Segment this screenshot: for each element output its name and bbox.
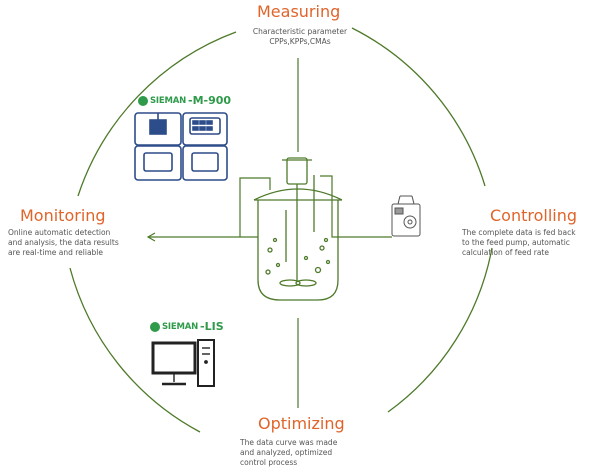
computer-device bbox=[151, 339, 215, 387]
sieman-logo-icon bbox=[150, 321, 160, 332]
stage-desc-measuring: Characteristic parameter CPPs,KPPs,CMAs bbox=[252, 27, 348, 46]
stage-title-measuring: Measuring bbox=[257, 2, 341, 21]
stage-desc-monitoring: Online automatic detection and analysis,… bbox=[8, 228, 119, 257]
stage-desc-controlling: The complete data is fed back to the fee… bbox=[462, 228, 576, 257]
stage-title-optimizing: Optimizing bbox=[258, 414, 345, 433]
brand-model: -LIS bbox=[200, 320, 224, 333]
pipe-from-analyzer bbox=[239, 177, 271, 237]
brand-name: SIEMAN bbox=[162, 321, 199, 332]
brand-m900: SIEMAN -M-900 bbox=[138, 94, 231, 107]
brand-model: -M-900 bbox=[188, 94, 232, 107]
cycle-arc-top-left bbox=[77, 31, 237, 197]
sieman-logo-icon bbox=[138, 95, 148, 106]
stage-title-controlling: Controlling bbox=[490, 206, 578, 225]
stage-desc-optimizing: The data curve was made and analyzed, op… bbox=[240, 438, 338, 467]
feed-pump-device bbox=[391, 195, 421, 237]
stage-title-monitoring: Monitoring bbox=[20, 206, 106, 225]
cycle-arc-top-right bbox=[351, 27, 486, 187]
analyzer-device bbox=[134, 112, 228, 181]
bioreactor bbox=[253, 157, 343, 301]
cycle-arc-bottom-right bbox=[387, 247, 493, 413]
arrow-left-head bbox=[146, 232, 156, 242]
brand-name: SIEMAN bbox=[150, 95, 187, 106]
brand-lis: SIEMAN -LIS bbox=[150, 320, 224, 333]
cycle-arc-bottom-left bbox=[69, 267, 201, 433]
pipe-to-pump bbox=[320, 175, 392, 238]
